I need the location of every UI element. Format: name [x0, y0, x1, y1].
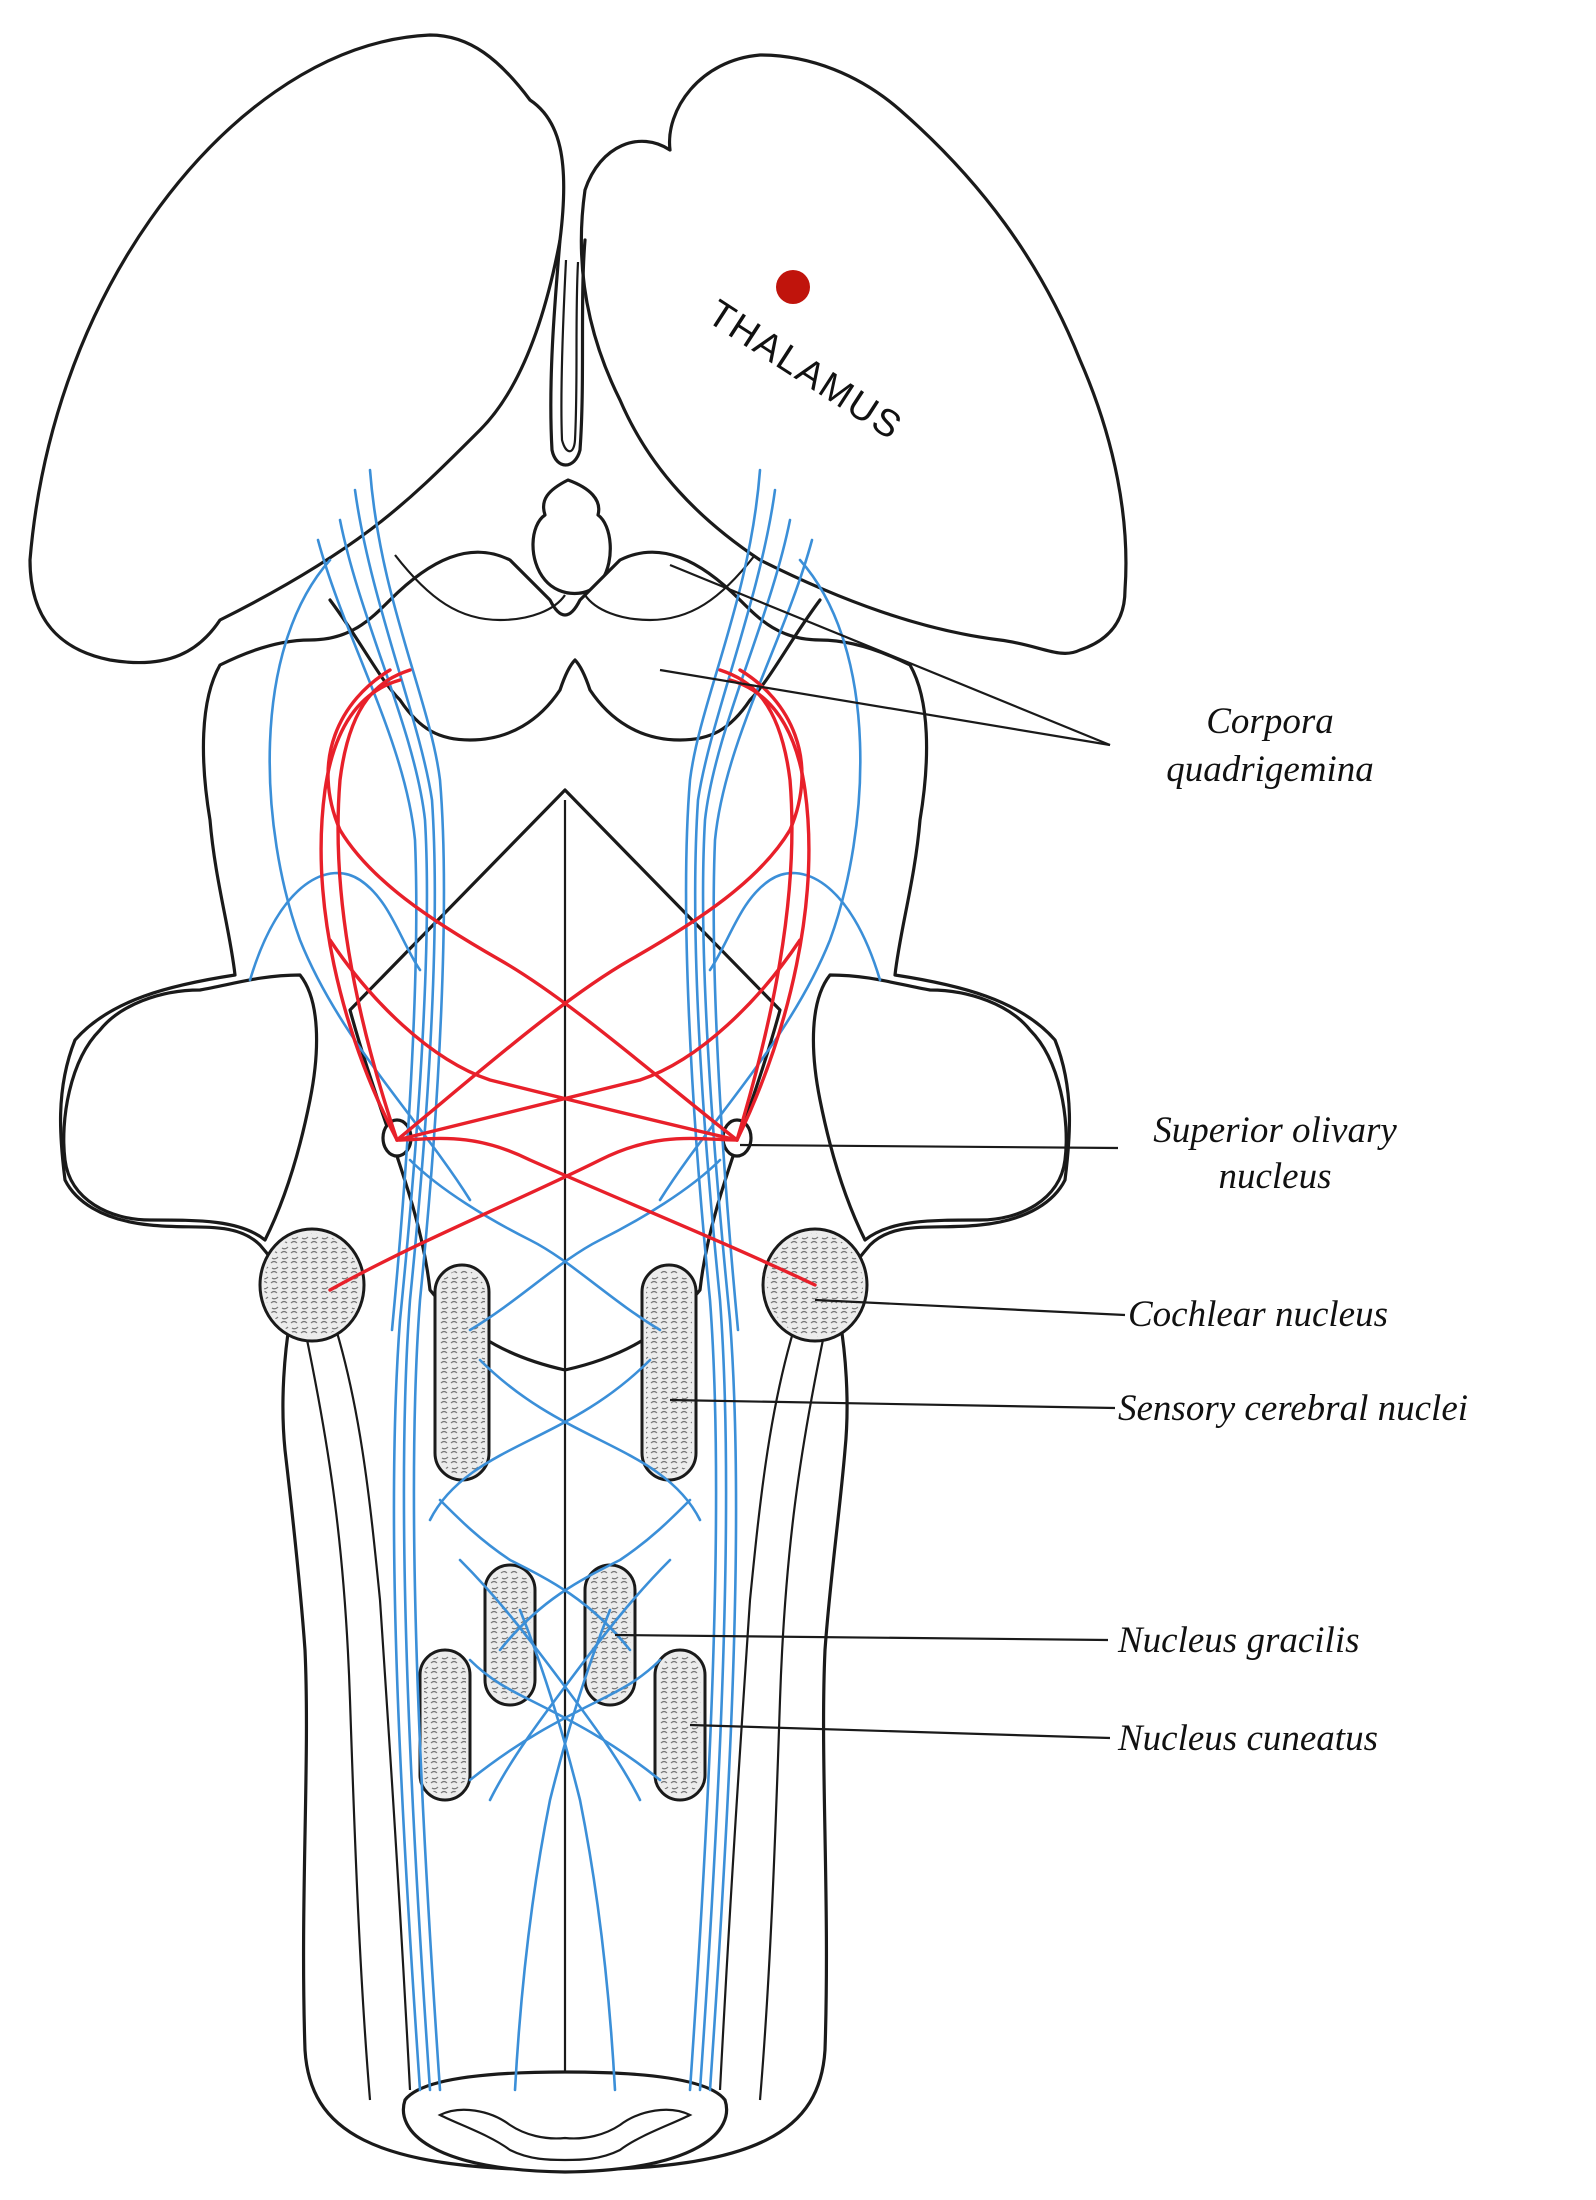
- grey-matter-butterfly: [437, 2108, 693, 2162]
- sensory-fibre-left-2: [353, 488, 437, 2092]
- sensory-fibre-right-6: [708, 871, 882, 982]
- sensory-fibre-right-3: [701, 518, 792, 2092]
- thalamus-right-lobe: [579, 53, 1128, 655]
- leader-cuneatus: [689, 1723, 1111, 1740]
- medulla-left-inner: [303, 1329, 372, 2101]
- leader-olivary: [739, 1143, 1119, 1150]
- sensory-fibre-left-12: [518, 1608, 617, 2092]
- label-cuneatus: Nucleus cuneatus: [1117, 1718, 1378, 1759]
- sensory-fibre-right-4: [712, 538, 814, 1332]
- leader-corpora-2: [659, 668, 1111, 747]
- sensory-nucleus-right-stipple: [646, 1270, 692, 1475]
- sensory-fibre-left-8: [478, 1358, 702, 1522]
- sensory-fibre-left-9: [498, 1498, 692, 1652]
- auditory-fibre-5: [395, 1136, 817, 1287]
- sensory-fibre-right-1: [684, 468, 762, 2092]
- sensory-fibre-right-12: [513, 1608, 612, 2092]
- sensory-fibre-right-11: [488, 1558, 672, 1802]
- quadrigemina-upper: [394, 554, 756, 622]
- auditory-pathways: [319, 668, 817, 1292]
- label-olivary-2: nucleus: [1218, 1156, 1331, 1197]
- label-corpora-1: Corpora: [1206, 701, 1333, 742]
- corpora-quadrigemina: [328, 598, 822, 742]
- gracilis-right-stipple: [589, 1570, 631, 1700]
- medulla-right-inner: [758, 1329, 827, 2101]
- sensory-fibre-left-10: [468, 1658, 662, 1782]
- auditory-fibre-6: [326, 668, 739, 1142]
- cuneatus-nuclei: [418, 1648, 707, 1802]
- cuneatus-right-stipple: [659, 1655, 701, 1795]
- label-gracilis: Nucleus gracilis: [1117, 1620, 1360, 1661]
- label-cochlear: Cochlear nucleus: [1128, 1294, 1388, 1335]
- auditory-fibre-8: [728, 678, 811, 1142]
- sensory-fibre-left-4: [316, 538, 418, 1332]
- sensory-fibre-left-6: [248, 871, 422, 982]
- leader-cochlear: [814, 1298, 1126, 1317]
- label-sensory: Sensory cerebral nuclei: [1118, 1388, 1468, 1429]
- thalamus-marker: [776, 270, 810, 304]
- leader-lines: [614, 563, 1126, 1740]
- auditory-fibre-1: [328, 1136, 739, 1292]
- cochlear-nuclei: [258, 1227, 869, 1343]
- spinal-cord-section: [401, 2070, 729, 2174]
- right-peduncle: [811, 973, 1068, 1242]
- leader-gracilis: [614, 1633, 1109, 1642]
- pineal-body: [531, 478, 612, 595]
- auditory-fibre-2: [395, 668, 804, 1142]
- leader-corpora-1: [669, 563, 1111, 747]
- sensory-fibre-left-11: [458, 1558, 642, 1802]
- sensory-fibre-right-10: [468, 1658, 662, 1782]
- sensory-fibre-right-8: [428, 1358, 652, 1522]
- sensory-fibre-right-7: [408, 1158, 662, 1332]
- label-olivary-1: Superior olivary: [1153, 1110, 1397, 1151]
- label-corpora-2: quadrigemina: [1166, 749, 1374, 790]
- sensory-fibre-right-5: [658, 558, 862, 1202]
- cuneatus-left-stipple: [424, 1655, 466, 1795]
- sensory-pathways: [248, 468, 882, 2092]
- medulla-left-band: [328, 1309, 412, 2091]
- auditory-fibre-10: [328, 938, 739, 1142]
- medulla-right-band: [718, 1309, 802, 2091]
- thalamus-left-lobe: [28, 33, 566, 665]
- sensory-fibre-right-9: [438, 1498, 632, 1652]
- sensory-fibre-right-2: [693, 488, 777, 2092]
- sensory-fibre-left-1: [368, 468, 446, 2092]
- third-ventricle: [549, 238, 587, 467]
- sensory-fibre-left-7: [468, 1158, 722, 1332]
- auditory-fibre-4: [319, 678, 402, 1142]
- left-peduncle: [62, 973, 319, 1242]
- ventricle-inner: [560, 259, 580, 453]
- sensory-fibre-left-5: [268, 558, 472, 1202]
- sensory-cerebral-nuclei: [433, 1263, 698, 1482]
- sensory-nucleus-left-stipple: [439, 1270, 485, 1475]
- leader-sensory: [669, 1398, 1116, 1410]
- sensory-fibre-left-3: [338, 518, 429, 2092]
- auditory-fibre-9: [395, 938, 802, 1142]
- cochlear-nucleus-left-stipple: [264, 1233, 360, 1337]
